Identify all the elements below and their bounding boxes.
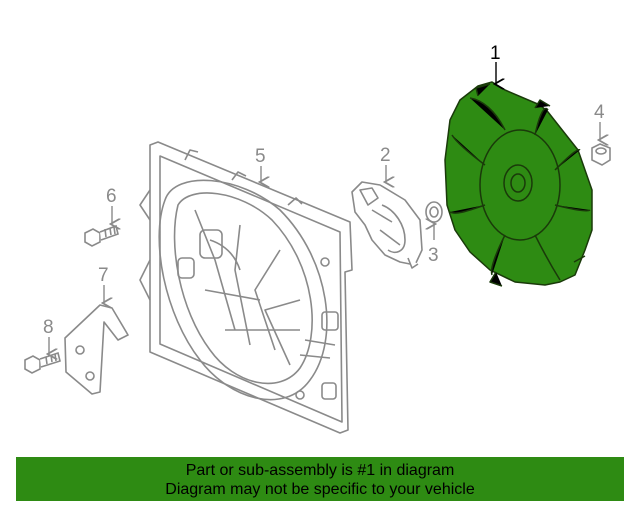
fan-part-highlighted (444, 81, 593, 287)
shroud-frame-part (139, 141, 353, 434)
exploded-view (24, 62, 611, 434)
bolt-8-part (24, 351, 61, 374)
info-banner: Part or sub-assembly is #1 in diagram Di… (16, 457, 624, 501)
callout-2[interactable]: 2 (380, 145, 391, 166)
callout-8[interactable]: 8 (43, 317, 54, 338)
callout-7[interactable]: 7 (98, 265, 109, 286)
fan-motor-part (351, 181, 423, 269)
banner-line-disclaimer: Diagram may not be specific to your vehi… (165, 481, 475, 498)
callout-4[interactable]: 4 (594, 102, 605, 123)
callout-6[interactable]: 6 (106, 186, 117, 207)
bolt-6-part (84, 224, 119, 247)
callout-1[interactable]: 1 (490, 43, 501, 64)
bracket-part (64, 304, 129, 395)
callout-3[interactable]: 3 (428, 245, 439, 266)
banner-line-part-info: Part or sub-assembly is #1 in diagram (185, 462, 455, 479)
callout-5[interactable]: 5 (255, 146, 266, 167)
parts-diagram: 1 2 3 4 5 6 7 8 (24, 43, 611, 434)
nut-part (591, 143, 611, 166)
washer-part (425, 201, 443, 223)
leader-lines (49, 62, 600, 354)
